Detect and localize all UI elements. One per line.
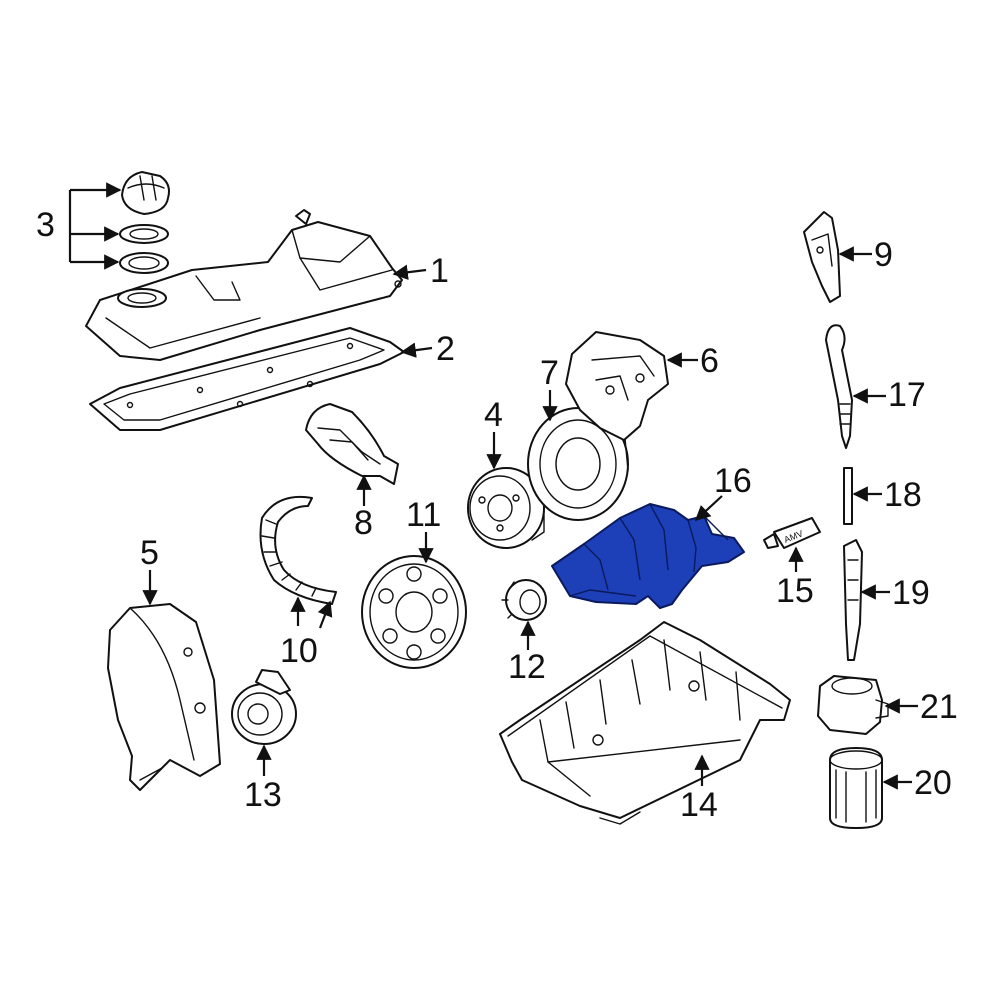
timing-belt bbox=[259, 496, 337, 605]
baffle-highlight-shape bbox=[551, 503, 745, 609]
callout-10: 10 bbox=[280, 632, 318, 670]
oil-filler-cap bbox=[121, 171, 170, 215]
filler-seal-upper bbox=[119, 224, 169, 244]
callout-11: 11 bbox=[406, 496, 441, 534]
callout-20: 20 bbox=[914, 764, 952, 802]
oil-pump-sprocket bbox=[501, 579, 547, 621]
camshaft-sprocket bbox=[361, 555, 467, 669]
callout-7: 7 bbox=[540, 354, 559, 392]
callout-14: 14 bbox=[680, 786, 718, 824]
callout-8: 8 bbox=[354, 504, 373, 542]
oil-filter-housing bbox=[817, 675, 889, 735]
filler-seal-lower bbox=[119, 252, 169, 274]
dipstick-rod bbox=[843, 467, 853, 525]
callout-18: 18 bbox=[884, 476, 922, 514]
callout-4: 4 bbox=[484, 396, 503, 434]
callout-1: 1 bbox=[430, 252, 449, 290]
belt-tensioner bbox=[231, 669, 297, 745]
dipstick-handle bbox=[825, 324, 853, 449]
callout-12: 12 bbox=[508, 648, 546, 686]
timing-cover-bracket bbox=[565, 331, 669, 441]
callout-17: 17 bbox=[888, 376, 926, 414]
callout-15: 15 bbox=[776, 572, 814, 610]
oil-pan bbox=[499, 621, 791, 825]
lower-timing-cover bbox=[107, 603, 221, 791]
dipstick-bracket bbox=[803, 211, 841, 303]
callout-3: 3 bbox=[36, 206, 55, 244]
callout-9: 9 bbox=[874, 236, 893, 274]
callout-19: 19 bbox=[892, 574, 930, 612]
callout-labels: 1 2 3 4 5 6 7 8 9 10 11 12 13 14 15 16 1… bbox=[36, 206, 958, 824]
oil-filter bbox=[829, 747, 883, 829]
callout-16: 16 bbox=[714, 462, 752, 500]
callout-21: 21 bbox=[920, 688, 958, 726]
valve-cover bbox=[85, 209, 403, 361]
callout-2: 2 bbox=[436, 330, 455, 368]
oil-pan-baffle bbox=[551, 503, 745, 609]
callout-5: 5 bbox=[140, 534, 159, 572]
callout-13: 13 bbox=[244, 776, 282, 814]
callout-6: 6 bbox=[700, 342, 719, 380]
upper-timing-cover bbox=[305, 403, 399, 485]
dipstick-tube bbox=[843, 539, 863, 661]
sealant-tube: AMV bbox=[763, 517, 821, 549]
leader-lines bbox=[68, 182, 918, 790]
